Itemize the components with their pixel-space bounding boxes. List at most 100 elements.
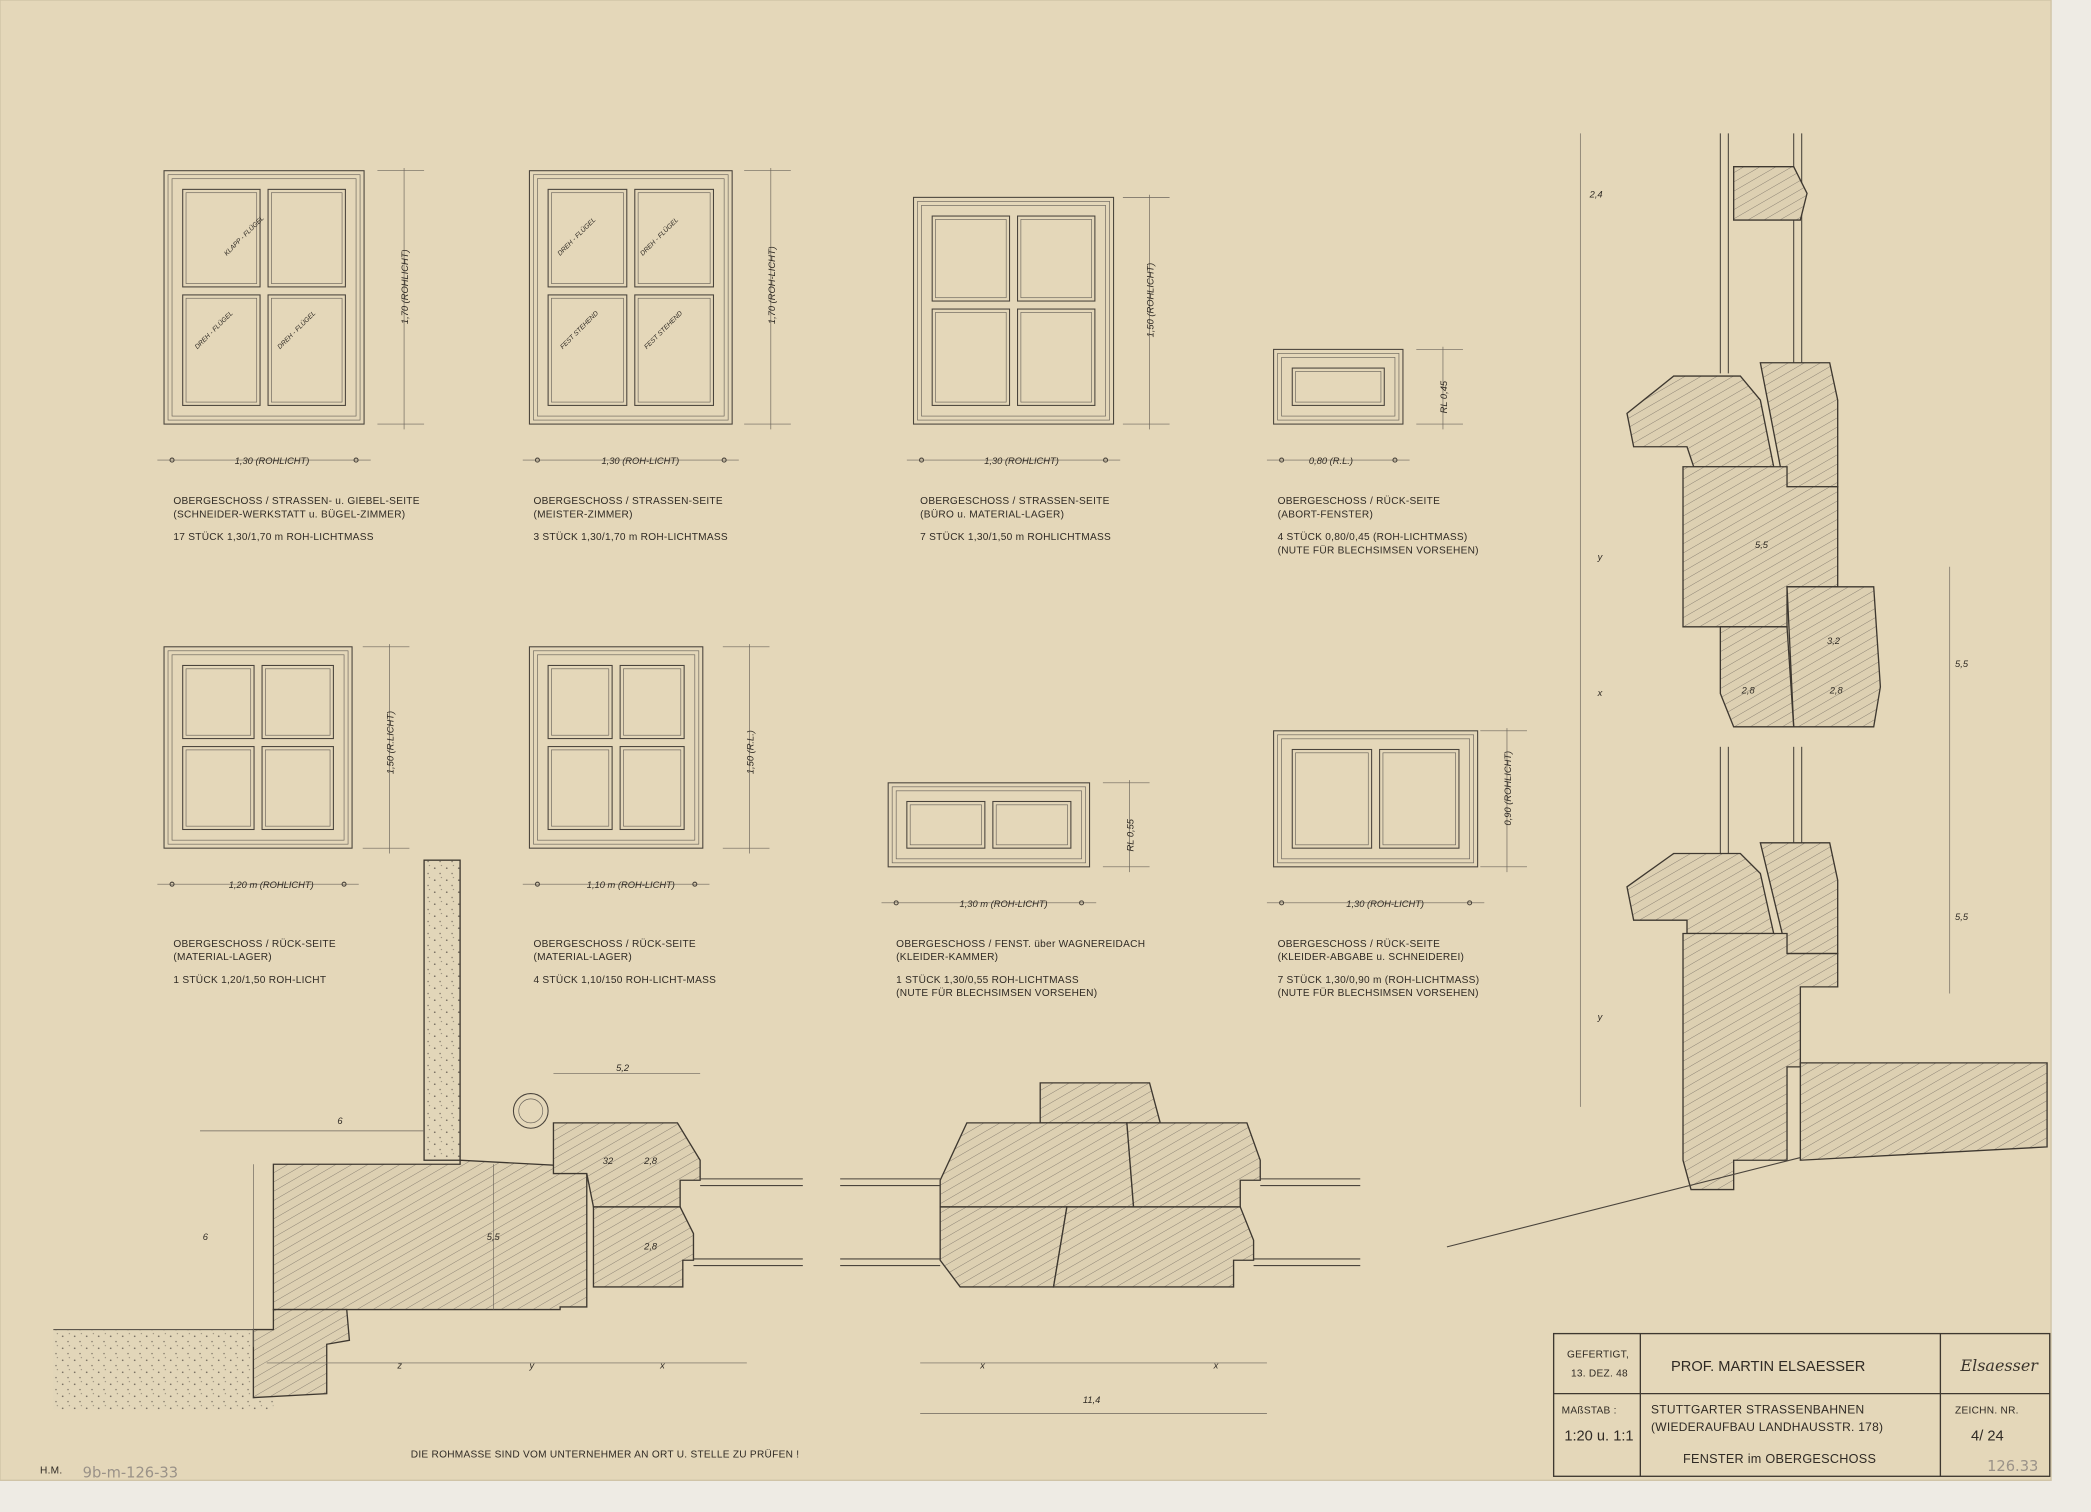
window-pane: [1291, 367, 1385, 406]
window-elevation: 1,30 (ROH-LICHT)0,90 (ROHLICHT)OBERGESCH…: [1266, 728, 1527, 999]
height-dimension: 1,70 (ROHLICHT): [400, 249, 410, 324]
window-pane: [992, 800, 1072, 849]
window-elevation: 1,30 (ROH-LICHT) 1,70 (ROH-LICHT) OBERGESC…: [522, 168, 791, 543]
window-pane: [1017, 308, 1096, 406]
window-pane: [267, 294, 346, 406]
window-pane: [1379, 748, 1460, 849]
window-caption-line: (NUTE FÜR BLECHSIMSEN VORSEHEN): [896, 987, 1097, 999]
section-right-vertical-detail: 2,4 y x 5,5 3,2 2,8 2,8 5,5 5,5 y: [1446, 133, 2048, 1248]
project-line-2: (WIEDERAUFBAU LANDHAUSSTR. 178): [1651, 1420, 1883, 1434]
window-caption-line: OBERGESCHOSS / STRASSEN- u. GIEBEL-SEITE: [173, 496, 419, 507]
window-caption-line: (NUTE FÜR BLECHSIMSEN VORSEHEN): [1278, 544, 1479, 556]
width-dimension: 0,80 (R.L.): [1309, 456, 1353, 466]
initials: H.M.: [40, 1466, 62, 1477]
window-caption-line: (KLEIDER-KAMMER): [896, 952, 998, 963]
architect-signature: Elsaesser: [1959, 1356, 2039, 1375]
window-pane: [634, 188, 715, 288]
window-elevation: 1,30 (ROHLICHT) 1,50 (ROHLICHT) OBERGESCHO…: [906, 194, 1170, 543]
height-dimension: 1,50 (ROHLICHT): [1146, 263, 1156, 338]
window-frame: [528, 646, 704, 849]
drawing-number-label: ZEICHN. NR.: [1955, 1406, 2019, 1417]
dim-label: 6: [337, 1116, 343, 1126]
window-caption-line: 3 STÜCK 1,30/1,70 m ROH-LICHTMASS: [533, 531, 727, 543]
section-middle-meeting-rail-detail: x x 11,4: [840, 1082, 1361, 1414]
window-frame: [1273, 730, 1479, 868]
dim-label: x: [659, 1360, 665, 1370]
dim-label: x: [1213, 1360, 1219, 1370]
dim-label: z: [396, 1360, 402, 1370]
window-pane: [182, 664, 255, 740]
window-caption-line: OBERGESCHOSS / FENST. über WAGNEREIDACH: [896, 939, 1145, 950]
title-block: GEFERTIGT, 13. DEZ. 48 PROF. MARTIN ELSA…: [1552, 1332, 2051, 1477]
window-elevation: 1,30 (ROHLICHT)1,70 (ROHLICHT)OBERGESCHO…: [157, 168, 425, 543]
window-pane: [1291, 748, 1373, 849]
made-label: GEFERTIGT,: [1567, 1350, 1629, 1361]
dim-label: y: [1597, 552, 1604, 562]
drip-bead: [512, 1093, 549, 1129]
dim-label: 2,4: [1589, 189, 1603, 199]
paper-edge: [0, 0, 2052, 1481]
dim-label: 32: [603, 1156, 614, 1166]
window-pane: [547, 294, 628, 406]
wall-masonry: [423, 859, 461, 1161]
height-dimension: RL 0,45: [1439, 380, 1449, 413]
height-dimension: 0,90 (ROHLICHT): [1503, 751, 1513, 826]
height-dimension: 1,70 (ROH-LICHT): [767, 246, 777, 324]
window-caption-line: (SCHNEIDER-WERKSTATT u. BÜGEL-ZIMMER): [173, 508, 405, 520]
dim-label: 6: [203, 1232, 209, 1242]
dim-label: 11,4: [1083, 1395, 1100, 1405]
sash-upper: [552, 1122, 701, 1208]
window-caption-line: (MATERIAL-LAGER): [173, 952, 272, 963]
window-caption-line: (MATERIAL-LAGER): [533, 952, 632, 963]
width-dimension: 1,20 m (ROHLICHT): [229, 880, 314, 890]
drawing-number: 4/ 24: [1971, 1428, 2004, 1444]
width-dimension: 1,10 m (ROH-LICHT): [587, 880, 675, 890]
archive-number-right: 126.33: [1987, 1458, 2038, 1475]
window-pane: [931, 308, 1011, 406]
window-caption-line: OBERGESCHOSS / STRASSEN-SEITE: [533, 496, 722, 507]
frame-block: [272, 1159, 588, 1311]
window-caption-line: 1 STÜCK 1,30/0,55 ROH-LICHTMASS: [896, 974, 1079, 986]
window-elevation: 1,10 m (ROH-LICHT)1,50 (R.L.)OBERGESCHOS…: [522, 644, 770, 986]
height-dimension: 1,50 (R.LICHT): [385, 711, 395, 774]
window-pane: [267, 188, 346, 288]
window-caption-line: (NUTE FÜR BLECHSIMSEN VORSEHEN): [1278, 987, 1479, 999]
window-caption-line: (KLEIDER-ABGABE u. SCHNEIDEREI): [1278, 952, 1465, 963]
window-frame: [163, 170, 365, 425]
sash-lower: [592, 1206, 695, 1288]
dim-label: 3,2: [1827, 636, 1841, 646]
width-dimension: 1,30 (ROHLICHT): [984, 456, 1059, 466]
window-pane: [182, 188, 261, 288]
made-date: 13. DEZ. 48: [1571, 1368, 1628, 1379]
window-pane: [547, 746, 613, 831]
window-frame: [912, 196, 1115, 425]
dim-label: 2,8: [1829, 685, 1844, 695]
window-caption-line: (ABORT-FENSTER): [1278, 509, 1374, 520]
window-pane: [1017, 215, 1096, 302]
window-pane: [261, 746, 334, 831]
dim-label: 2,8: [643, 1242, 658, 1252]
window-pane: [182, 294, 261, 406]
architect-name: PROF. MARTIN ELSAESSER: [1671, 1359, 1865, 1375]
ground-fill: [53, 1329, 274, 1410]
window-pane: [931, 215, 1011, 302]
window-caption-line: OBERGESCHOSS / STRASSEN-SEITE: [920, 496, 1109, 507]
window-pane: [619, 664, 685, 740]
window-pane: [182, 746, 255, 831]
dim-label: 5,5: [1955, 912, 1969, 922]
width-dimension: 1,30 (ROH-LICHT): [601, 456, 679, 466]
window-caption-line: 17 STÜCK 1,30/1,70 m ROH-LICHTMASS: [173, 531, 373, 543]
dim-label: x: [979, 1360, 985, 1370]
dim-label: 5,5: [1955, 659, 1969, 669]
dim-label: 5,5: [1755, 540, 1769, 550]
window-caption-line: (BÜRO u. MATERIAL-LAGER): [920, 508, 1064, 520]
width-dimension: 1,30 m (ROH-LICHT): [960, 899, 1048, 909]
window-caption-line: 7 STÜCK 1,30/0,90 m (ROH-LICHTMASS): [1278, 974, 1480, 986]
drawing-title: FENSTER im OBERGESCHOSS: [1683, 1452, 1876, 1466]
dim-label: 5,2: [616, 1063, 630, 1073]
project-line-1: STUTTGARTER STRASSENBAHNEN: [1651, 1403, 1864, 1417]
window-frame: [528, 170, 733, 425]
